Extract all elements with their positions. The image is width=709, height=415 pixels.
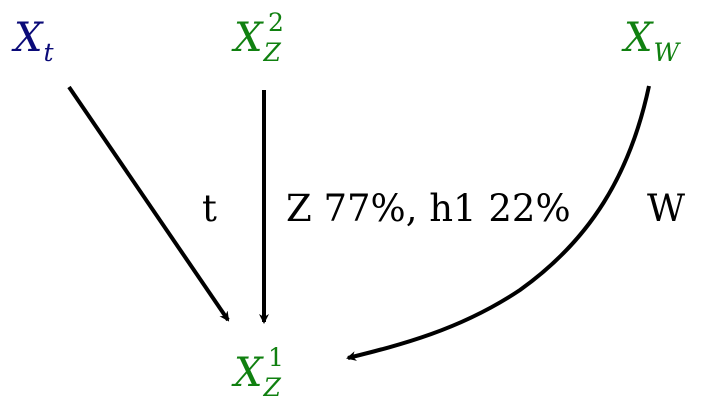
node-x-z2-sub: Z xyxy=(263,38,281,67)
node-x-t: Xt xyxy=(14,15,54,65)
node-x-z1-sub: Z xyxy=(263,373,281,402)
node-x-z1-base: X xyxy=(234,350,263,396)
node-x-z2-base: X xyxy=(234,15,263,61)
edge-label-t: t xyxy=(202,187,217,230)
edge-arrow-xt-to-xz1 xyxy=(67,85,230,322)
edge-label-z: Z 77%, h1 22% xyxy=(286,187,571,230)
node-x-w-sub: W xyxy=(653,38,680,67)
edge-label-w: W xyxy=(647,187,686,230)
node-x-w-base: X xyxy=(624,15,653,61)
node-x-w: XW xyxy=(624,15,679,65)
node-x-t-sub: t xyxy=(43,38,54,67)
node-x-t-base: X xyxy=(14,15,43,61)
node-x-z2-sup: 2 xyxy=(268,8,284,37)
node-x-z1-sup: 1 xyxy=(268,343,284,372)
edge-arrow-xw-to-xz1 xyxy=(346,85,651,361)
